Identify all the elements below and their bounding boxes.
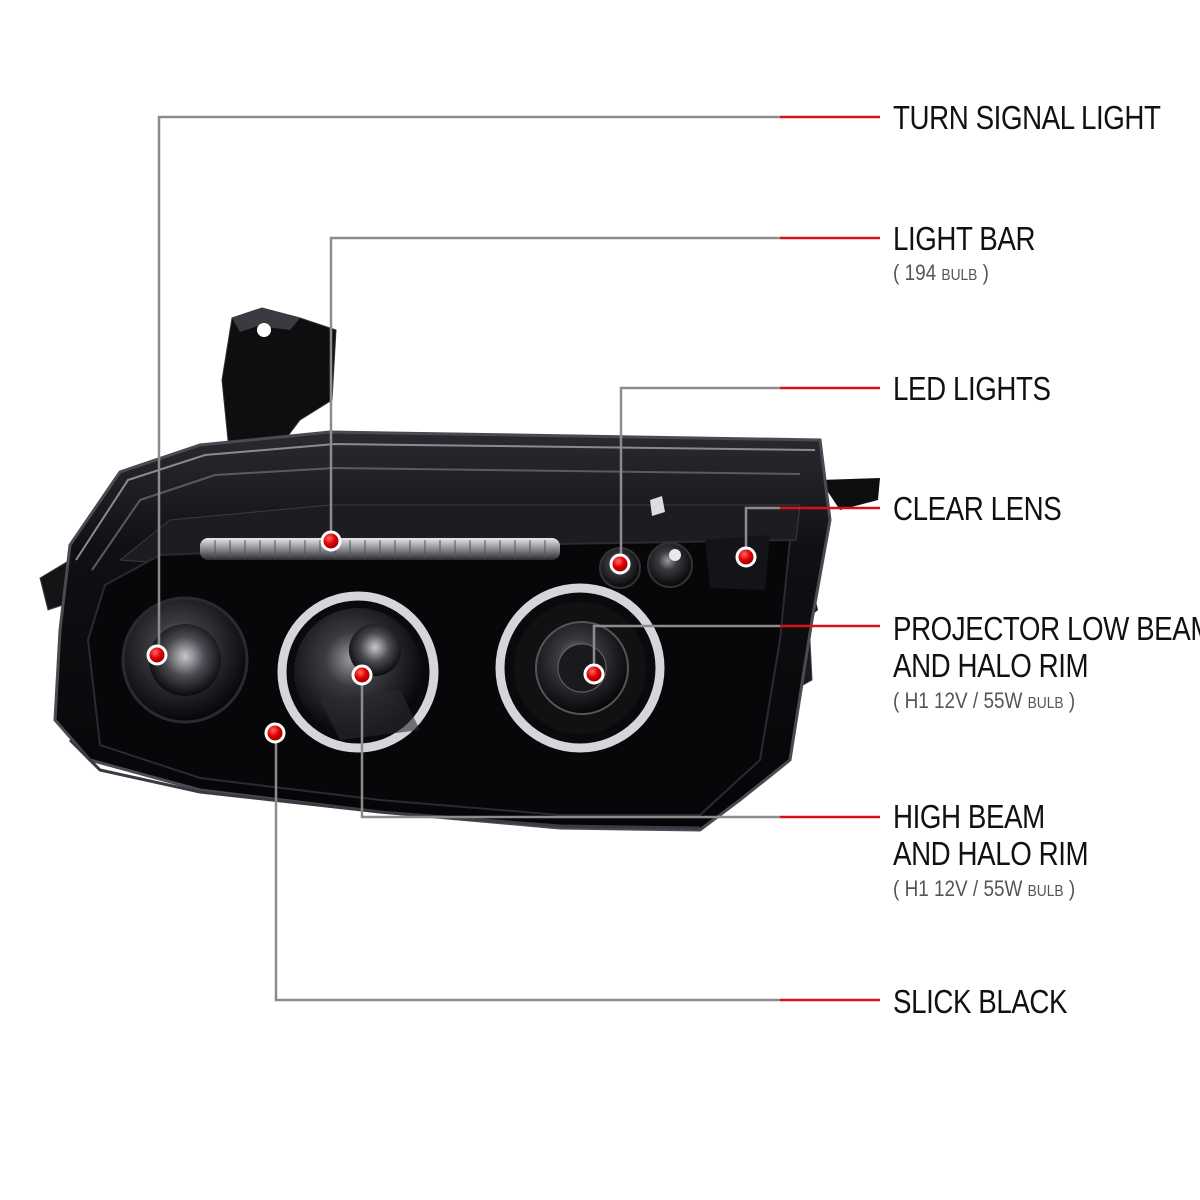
leader-high-beam <box>360 676 780 819</box>
note-close-paren: ) <box>982 260 989 285</box>
callout-high-beam-line1: HIGH BEAM <box>893 798 1045 835</box>
callout-markers <box>146 530 757 744</box>
note-bulb-unit: BULB <box>1027 695 1064 712</box>
bracket-hole <box>257 323 271 337</box>
note-open-paren: ( <box>893 876 900 901</box>
callout-low-beam-note: ( H1 12V / 55W BULB ) <box>893 688 1075 717</box>
callout-light-bar: LIGHT BAR <box>893 220 1036 257</box>
leader-slick-black <box>274 733 780 1002</box>
callout-slick-black: SLICK BLACK <box>893 983 1068 1020</box>
callout-light-bar-note: ( 194 BULB ) <box>893 260 989 289</box>
note-bulb-value: H1 12V / 55W <box>904 876 1023 901</box>
note-close-paren: ) <box>1068 688 1076 713</box>
leader-lines <box>157 115 880 1002</box>
callout-projector-low-beam-line2: AND HALO RIM <box>893 647 1089 684</box>
marker-low-beam <box>583 663 605 685</box>
led-light-2 <box>647 542 693 588</box>
note-bulb-value: H1 12V / 55W <box>904 688 1023 713</box>
callout-clear-lens: CLEAR LENS <box>893 490 1062 527</box>
callout-led-lights: LED LIGHTS <box>893 370 1051 407</box>
mounting-bracket <box>221 307 337 479</box>
note-open-paren: ( <box>893 260 900 285</box>
note-open-paren: ( <box>893 688 900 713</box>
marker-turn-signal <box>146 644 168 666</box>
leader-turn-signal <box>157 115 780 652</box>
callout-turn-signal-light: TURN SIGNAL LIGHT <box>893 99 1161 136</box>
note-bulb-value: 194 <box>904 260 937 285</box>
headlight-assembly <box>39 307 880 832</box>
marker-slick-black <box>264 722 286 744</box>
marker-clear-lens <box>735 546 757 568</box>
callout-high-beam-note: ( H1 12V / 55W BULB ) <box>893 876 1075 905</box>
leader-led-lights <box>619 386 780 562</box>
leader-clear-lens <box>744 506 780 555</box>
leader-low-beam <box>592 624 780 672</box>
high-beam-bulb <box>349 624 401 676</box>
note-bulb-unit: BULB <box>941 267 978 284</box>
marker-led-lights <box>609 553 631 575</box>
note-bulb-unit: BULB <box>1027 883 1064 900</box>
marker-high-beam <box>351 664 373 686</box>
leader-light-bar <box>329 236 780 538</box>
marker-light-bar <box>320 530 342 552</box>
callout-projector-low-beam-line1: PROJECTOR LOW BEAM <box>893 610 1200 647</box>
note-close-paren: ) <box>1068 876 1076 901</box>
callout-high-beam-line2: AND HALO RIM <box>893 835 1089 872</box>
